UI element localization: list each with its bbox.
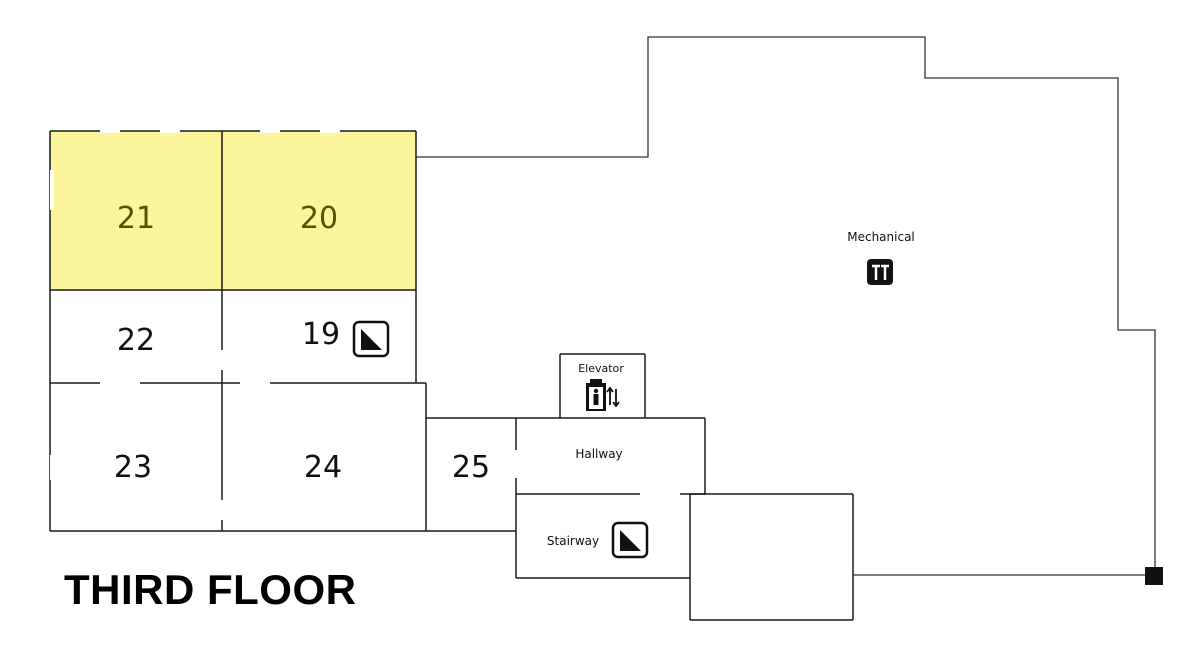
corner-post [1145, 567, 1163, 585]
room-23-label: 23 [114, 450, 152, 485]
stairway-label: Stairway [547, 534, 599, 548]
room-25-label: 25 [452, 450, 490, 485]
room-21-fill[interactable] [50, 131, 222, 290]
room-24-label: 24 [304, 450, 342, 485]
stairs-icon [611, 521, 649, 559]
room-19-label: 19 [302, 317, 340, 352]
hallway-label: Hallway [575, 447, 622, 461]
core-walls [426, 353, 854, 621]
room-21-label: 21 [117, 201, 155, 236]
mechanical-icon [867, 259, 893, 285]
room-20-fill[interactable] [222, 131, 416, 290]
stairs-icon [352, 320, 390, 358]
mechanical-label: Mechanical [847, 230, 915, 244]
elevator-icon [586, 379, 620, 411]
room-20-label: 20 [300, 201, 338, 236]
room-22-label: 22 [117, 323, 155, 358]
mechanical-outline [416, 36, 1156, 576]
floor-title: THIRD FLOOR [64, 566, 357, 613]
elevator-label: Elevator [578, 362, 624, 375]
left-block-walls [49, 129, 427, 532]
